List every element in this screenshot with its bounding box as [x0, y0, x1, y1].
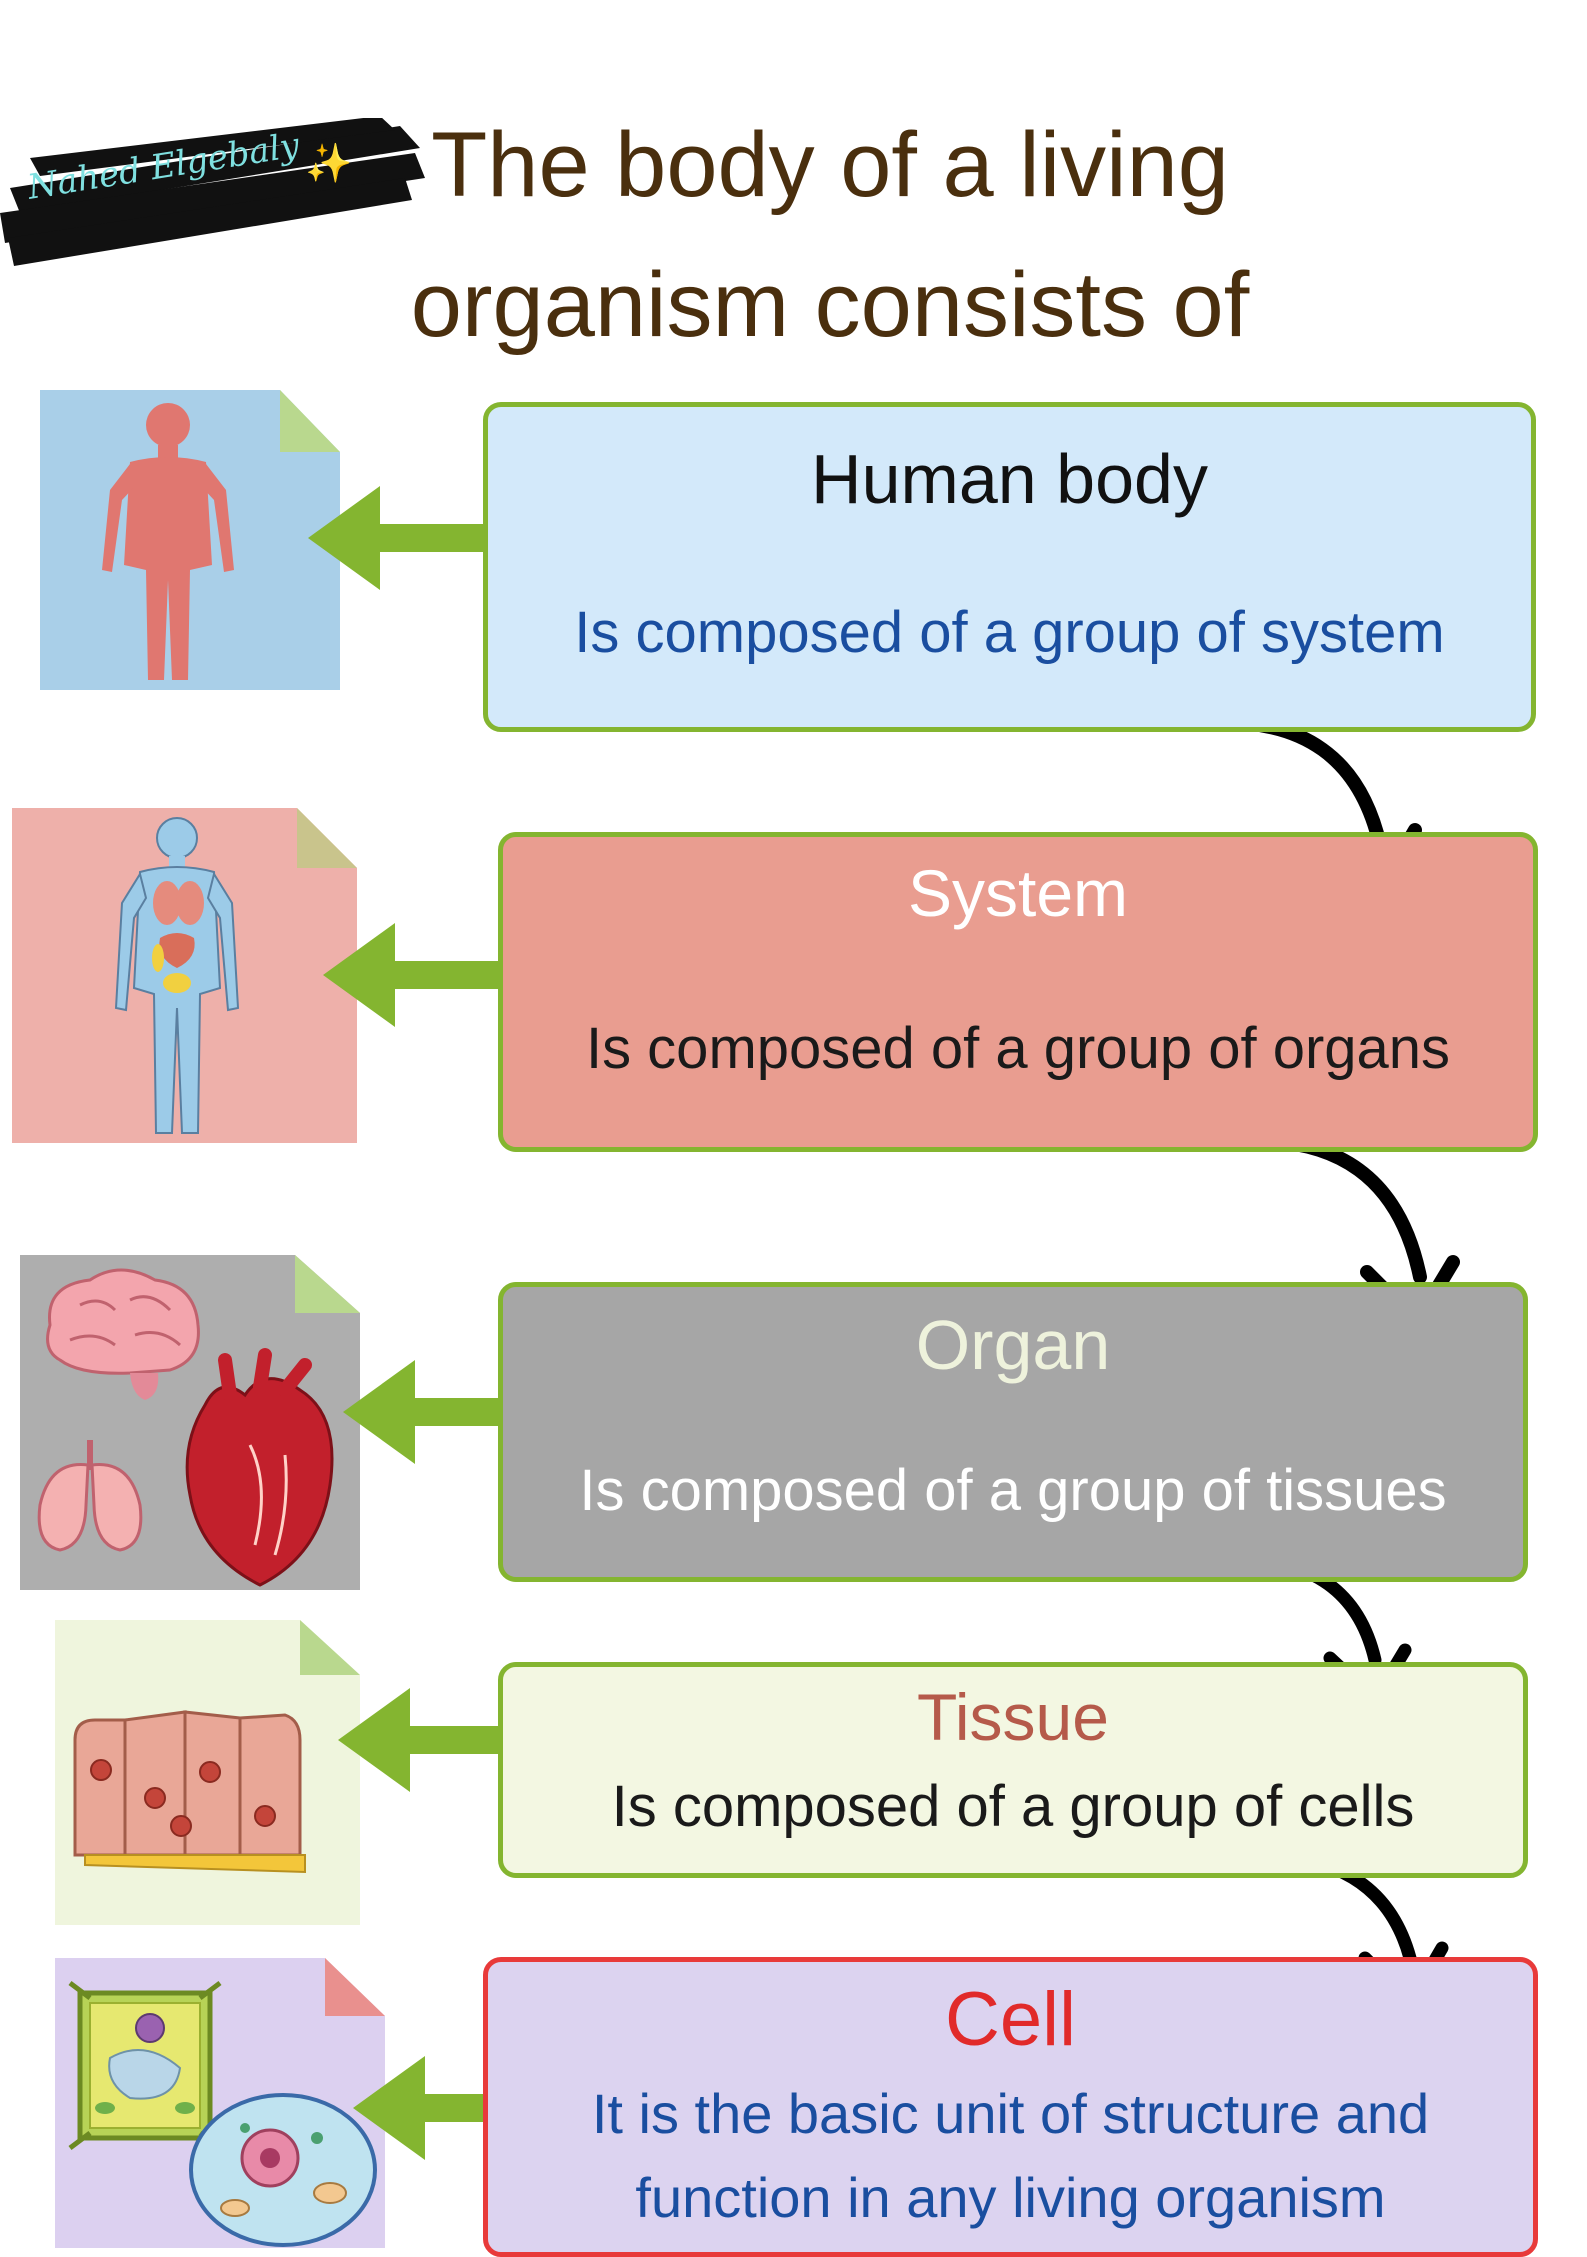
level-description: Is composed of a group of tissues — [579, 1458, 1447, 1523]
level-title: System — [907, 856, 1129, 930]
level-description-line-1: It is the basic unit of structure and — [591, 2082, 1430, 2145]
sparkle-icon: ✨ — [305, 143, 353, 185]
author-brush-stroke — [0, 118, 425, 266]
level-card-system: System Is composed of a group of organs — [498, 832, 1538, 1152]
title-line-2: organism consists of — [410, 254, 1250, 356]
level-description-line-2: function in any living organism — [635, 2166, 1386, 2229]
level-description: Is composed of a group of system — [574, 600, 1445, 665]
arrow-left-icon — [338, 1688, 510, 1792]
title-line-1: The body of a living — [431, 114, 1229, 216]
arrow-left-icon — [308, 486, 485, 590]
level-card-organ: Organ Is composed of a group of tissues — [498, 1282, 1528, 1582]
level-title: Human body — [811, 440, 1208, 518]
level-description: Is composed of a group of cells — [611, 1774, 1415, 1839]
level-title: Tissue — [917, 1680, 1109, 1754]
body-systems-icon — [12, 808, 357, 1143]
organs-icon — [20, 1255, 360, 1590]
level-description: Is composed of a group of organs — [585, 1016, 1451, 1081]
level-title: Organ — [915, 1306, 1111, 1384]
arrow-left-icon — [353, 2056, 490, 2160]
heart-icon — [185, 1348, 334, 1587]
level-card-human-body: Human body Is composed of a group of sys… — [483, 402, 1536, 732]
cells-icon — [55, 1958, 385, 2248]
page-title: The body of a living organism consists o… — [330, 95, 1330, 375]
tissue-icon — [55, 1620, 360, 1925]
human-body-icon — [40, 390, 340, 690]
level-card-cell: Cell It is the basic unit of structure a… — [483, 1957, 1538, 2257]
arrow-left-icon — [343, 1360, 515, 1464]
level-description: It is the basic unit of structure and fu… — [488, 2072, 1533, 2240]
brain-icon — [46, 1268, 200, 1400]
level-card-tissue: Tissue Is composed of a group of cells — [498, 1662, 1528, 1878]
arrow-left-icon — [323, 923, 500, 1027]
lungs-icon — [37, 1440, 143, 1552]
plant-cell-icon — [68, 1981, 222, 2150]
level-title: Cell — [945, 1977, 1076, 2062]
